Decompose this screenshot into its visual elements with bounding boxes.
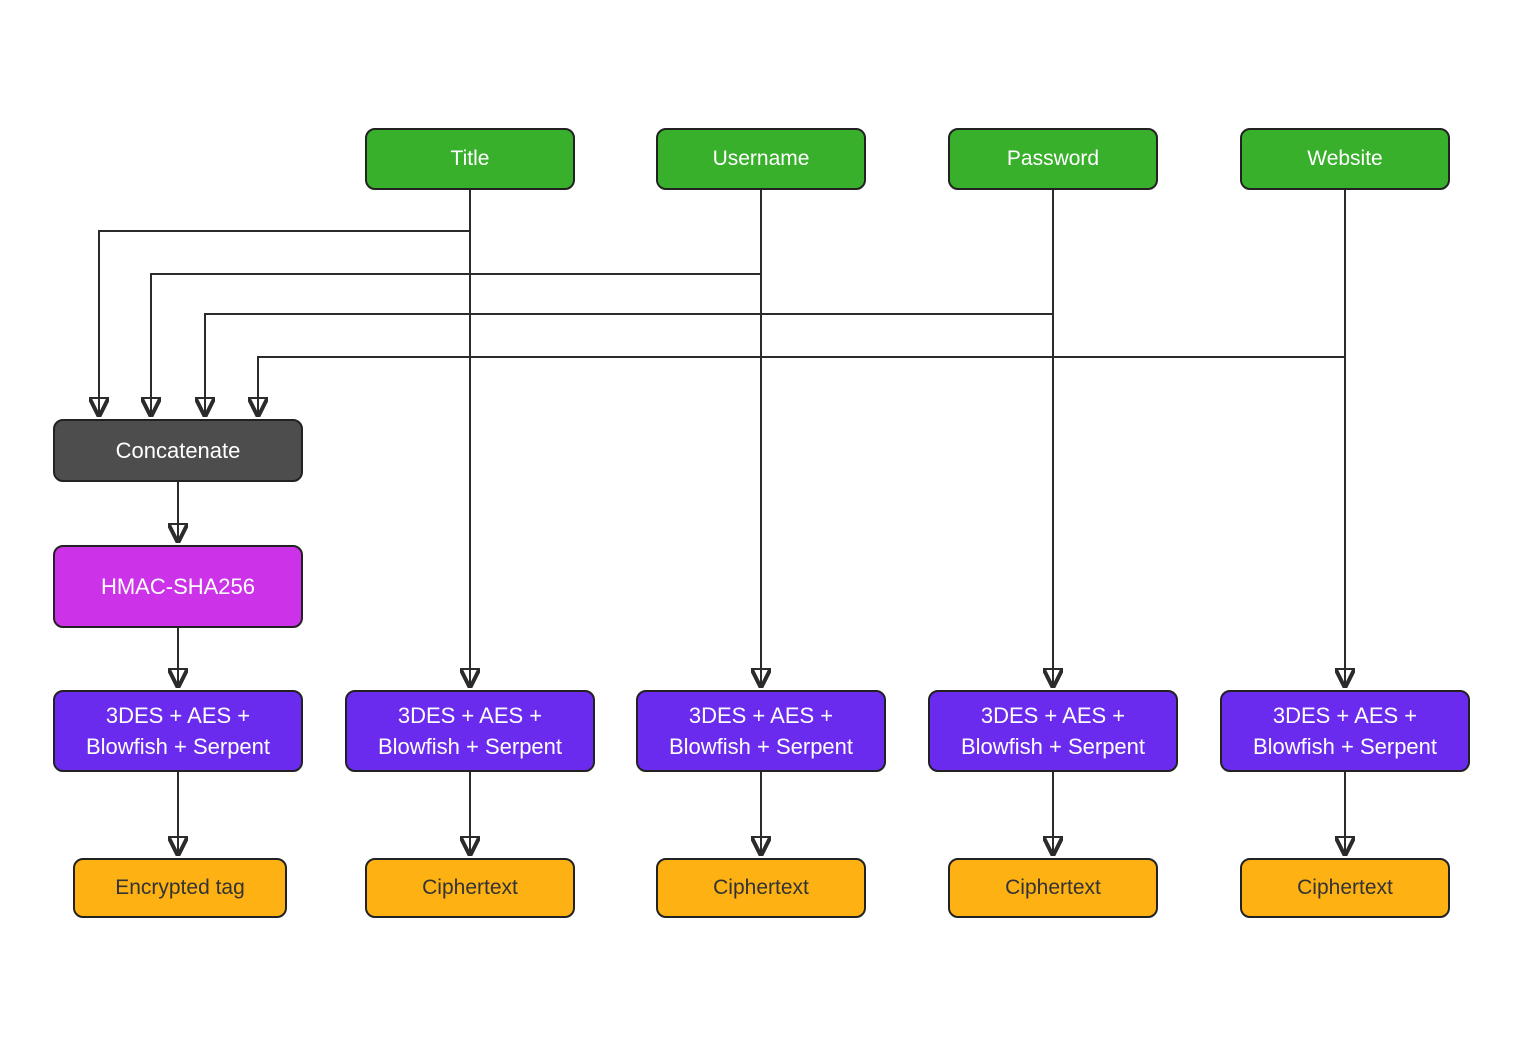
node-cipher-5: 3DES + AES + Blowfish + Serpent (1220, 690, 1470, 772)
node-cipher-1: 3DES + AES + Blowfish + Serpent (53, 690, 303, 772)
node-cipher-1-label: 3DES + AES + Blowfish + Serpent (85, 703, 271, 759)
node-ciphertext-4-label: Ciphertext (1005, 876, 1101, 899)
node-concatenate-label: Concatenate (115, 437, 241, 463)
node-ciphertext-3-label: Ciphertext (713, 876, 809, 899)
node-ciphertext-5-label: Ciphertext (1297, 876, 1393, 899)
node-username-label: Username (712, 147, 810, 170)
node-cipher-3-label: 3DES + AES + Blowfish + Serpent (668, 703, 854, 759)
node-cipher-5-label: 3DES + AES + Blowfish + Serpent (1252, 703, 1438, 759)
node-ciphertext-2-label: Ciphertext (422, 876, 518, 899)
node-encrypted-tag-label: Encrypted tag (115, 876, 245, 899)
node-password-label: Password (1006, 147, 1100, 170)
node-hmac-sha256-label: HMAC-SHA256 (100, 573, 256, 599)
node-website: Website (1240, 128, 1450, 190)
node-encrypted-tag: Encrypted tag (73, 858, 287, 918)
node-ciphertext-3: Ciphertext (656, 858, 866, 918)
node-password: Password (948, 128, 1158, 190)
node-cipher-4-label: 3DES + AES + Blowfish + Serpent (960, 703, 1146, 759)
node-ciphertext-4: Ciphertext (948, 858, 1158, 918)
node-title: Title (365, 128, 575, 190)
node-ciphertext-2: Ciphertext (365, 858, 575, 918)
node-cipher-2: 3DES + AES + Blowfish + Serpent (345, 690, 595, 772)
node-hmac-sha256: HMAC-SHA256 (53, 545, 303, 628)
node-cipher-3: 3DES + AES + Blowfish + Serpent (636, 690, 886, 772)
edge-username-to-concatenate (151, 273, 761, 415)
node-username: Username (656, 128, 866, 190)
node-cipher-4: 3DES + AES + Blowfish + Serpent (928, 690, 1178, 772)
edge-website-to-concatenate (258, 356, 1345, 415)
node-cipher-2-label: 3DES + AES + Blowfish + Serpent (377, 703, 563, 759)
node-concatenate: Concatenate (53, 419, 303, 482)
edge-password-to-concatenate (205, 313, 1053, 415)
node-website-label: Website (1307, 147, 1383, 170)
node-ciphertext-5: Ciphertext (1240, 858, 1450, 918)
node-title-label: Title (450, 147, 490, 170)
edge-title-to-concatenate (99, 230, 470, 415)
